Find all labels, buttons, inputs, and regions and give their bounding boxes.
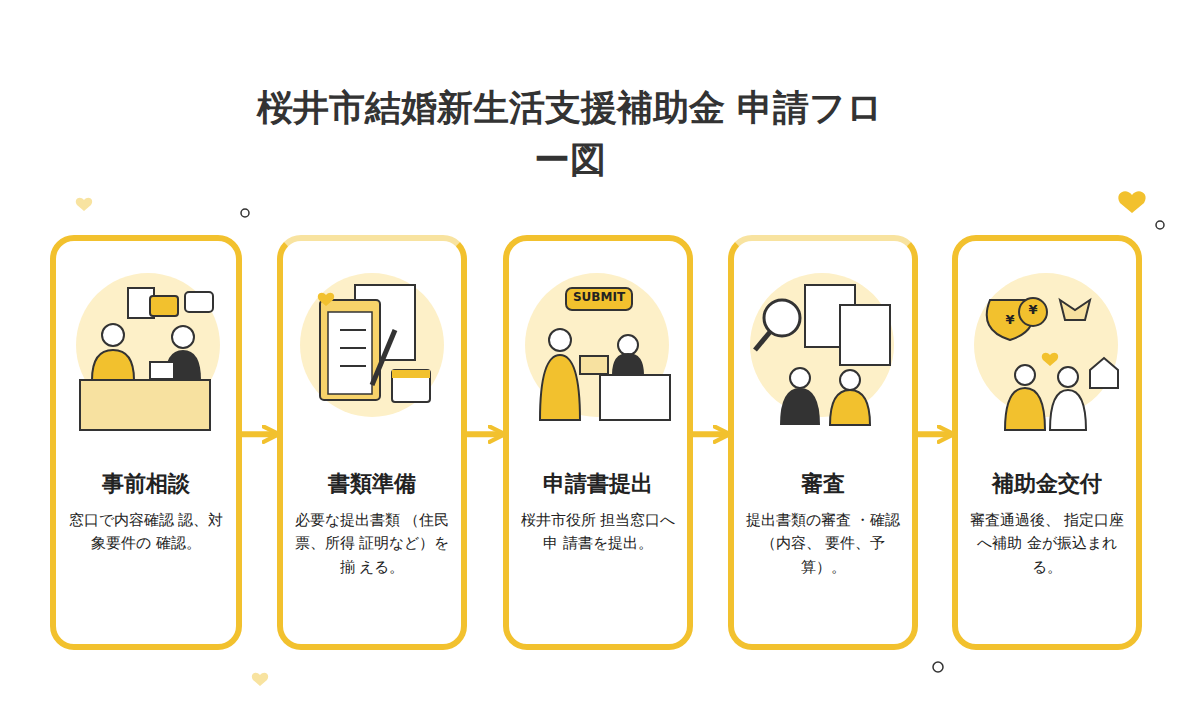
icon-label: ¥ bbox=[1026, 302, 1040, 317]
step-card: 補助金交付審査通過後、 指定口座へ補助 金が振込まれ る。 bbox=[952, 235, 1142, 650]
step-text: 事前相談窓口で内容確認 認、対象要件の 確認。 bbox=[66, 469, 226, 556]
step-description: 提出書類の審査 ・確認（内容、 要件、予算）。 bbox=[744, 509, 902, 579]
step-text: 補助金交付審査通過後、 指定口座へ補助 金が振込まれ る。 bbox=[968, 469, 1126, 579]
step-heading: 審査 bbox=[744, 469, 902, 499]
documents-icon bbox=[300, 273, 444, 417]
step-description: 窓口で内容確認 認、対象要件の 確認。 bbox=[66, 509, 226, 556]
flow-arrow bbox=[242, 431, 277, 437]
submit-icon bbox=[525, 273, 670, 420]
step-description: 審査通過後、 指定口座へ補助 金が振込まれ る。 bbox=[968, 509, 1126, 579]
step-card: 書類準備必要な提出書類 （住民票、所得 証明など）を揃 える。 bbox=[277, 235, 467, 650]
flow-arrow bbox=[918, 431, 952, 437]
step-heading: 書類準備 bbox=[293, 469, 451, 499]
review-icon bbox=[750, 273, 894, 425]
step-heading: 申請書提出 bbox=[519, 469, 677, 499]
step-text: 書類準備必要な提出書類 （住民票、所得 証明など）を揃 える。 bbox=[293, 469, 451, 579]
icon-label: SUBMIT bbox=[566, 290, 632, 304]
payment-icon bbox=[974, 273, 1118, 430]
flow-arrow bbox=[467, 431, 503, 437]
step-heading: 事前相談 bbox=[66, 469, 226, 499]
consult-icon bbox=[76, 273, 220, 430]
title: 桜井市結婚新生活支援補助金 申請フロー図 bbox=[250, 82, 890, 186]
flow-arrow bbox=[693, 431, 728, 437]
step-description: 桜井市役所 担当窓口へ申 請書を提出。 bbox=[519, 509, 677, 556]
icon-label: ¥ bbox=[997, 312, 1023, 327]
step-card: 審査提出書類の審査 ・確認（内容、 要件、予算）。 bbox=[728, 235, 918, 650]
step-heading: 補助金交付 bbox=[968, 469, 1126, 499]
step-description: 必要な提出書類 （住民票、所得 証明など）を揃 える。 bbox=[293, 509, 451, 579]
step-text: 申請書提出桜井市役所 担当窓口へ申 請書を提出。 bbox=[519, 469, 677, 556]
step-card: 事前相談窓口で内容確認 認、対象要件の 確認。 bbox=[50, 235, 242, 650]
step-text: 審査提出書類の審査 ・確認（内容、 要件、予算）。 bbox=[744, 469, 902, 579]
